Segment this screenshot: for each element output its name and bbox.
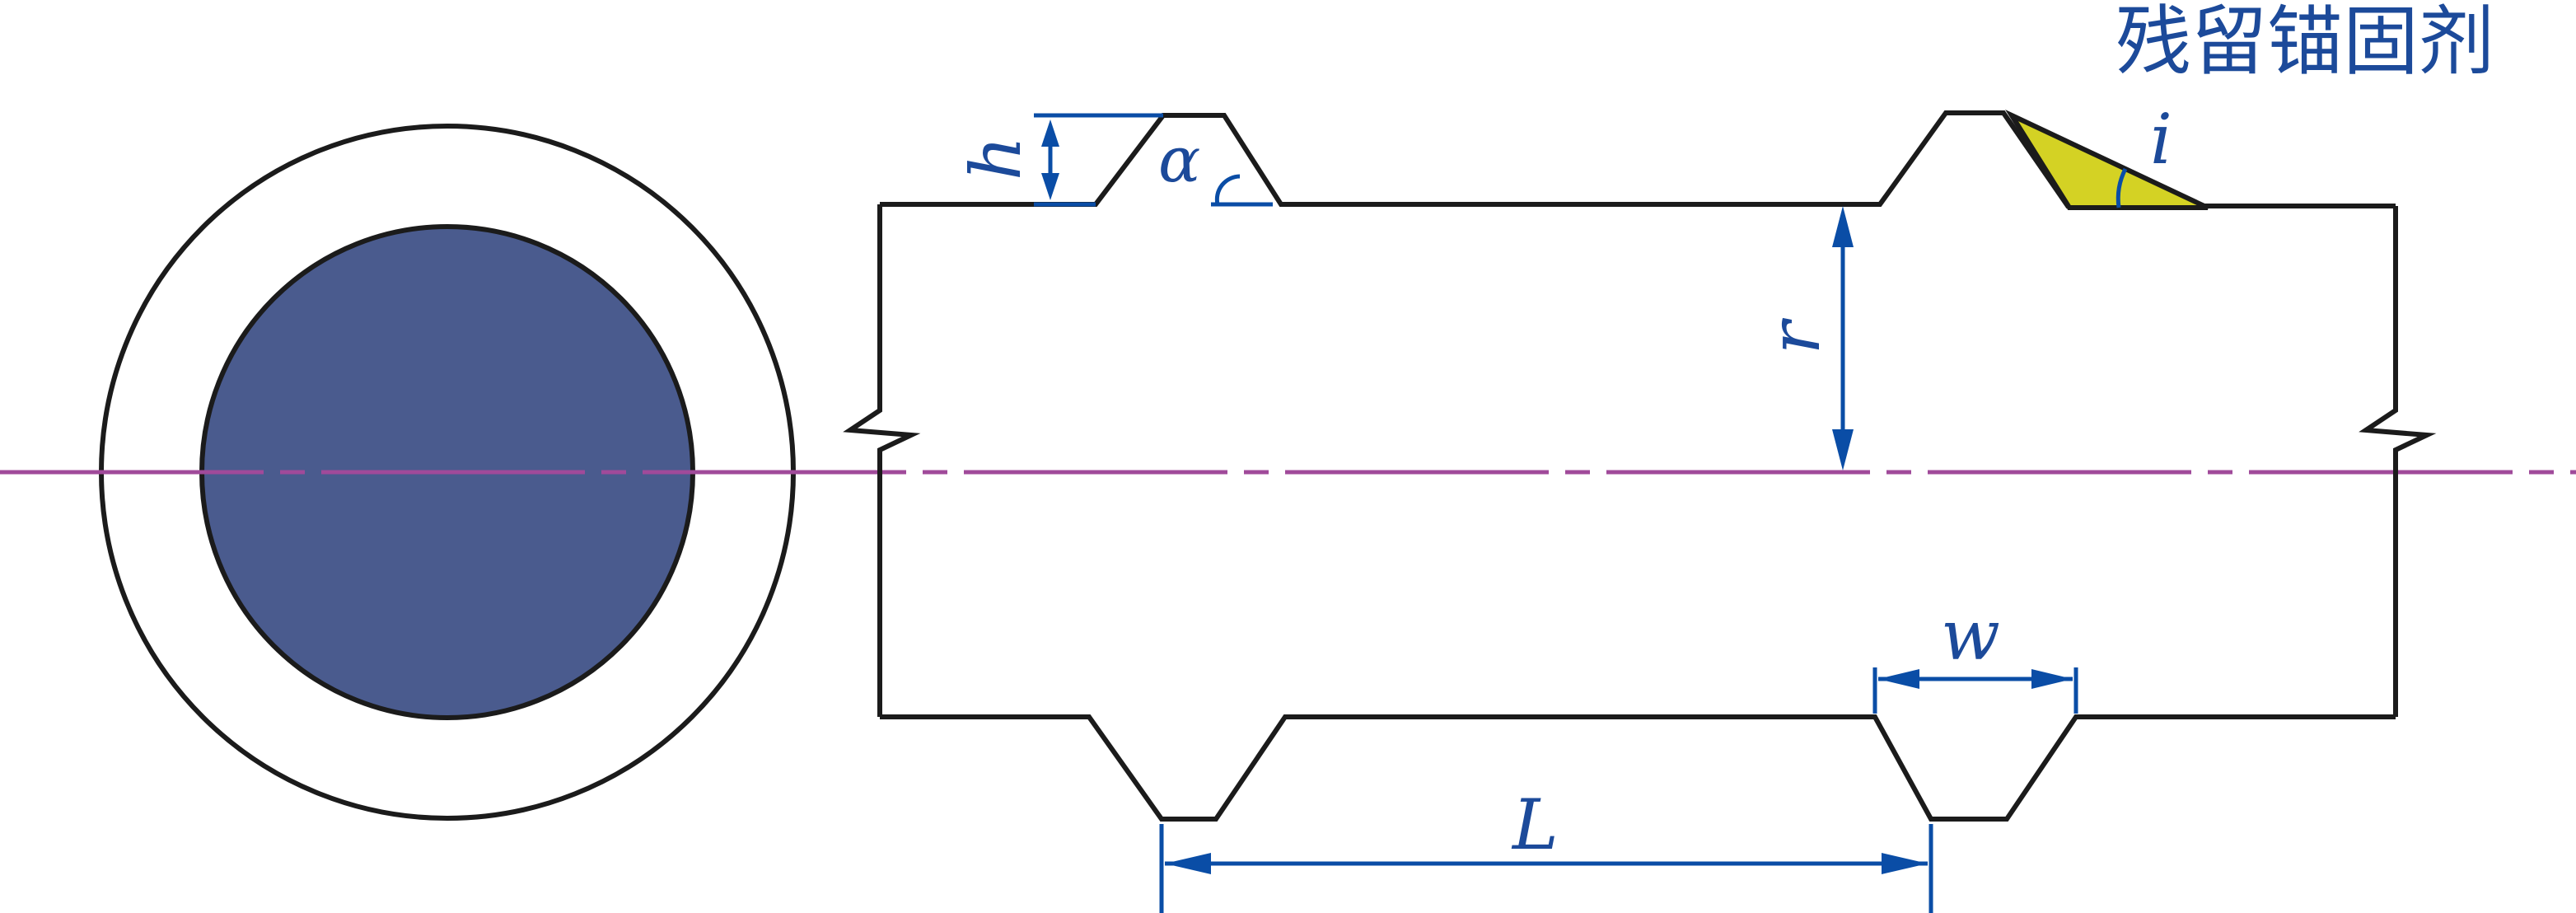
h-label: h [956, 136, 1036, 180]
r-label: r [1755, 317, 1835, 354]
residual-agent-label: 残留锚固剂 [2115, 0, 2494, 86]
w-dimension [1872, 667, 2078, 714]
residual-agent-fill [2005, 109, 2209, 210]
i-angle-marker [2115, 167, 2128, 208]
residual-agent-region [2005, 109, 2209, 210]
h-dimension [1034, 113, 1163, 207]
right-break-line [2359, 206, 2437, 717]
rebar-bottom-profile [880, 714, 2396, 822]
alpha-angle [1211, 174, 1273, 207]
l-dimension [1159, 824, 1933, 913]
r-dimension [1832, 206, 1854, 471]
i-label: i [2150, 99, 2172, 180]
left-break-line [843, 204, 921, 717]
rebar-top-profile [880, 110, 2396, 208]
w-label: w [1941, 595, 2000, 676]
rebar-longitudinal-view [843, 110, 2437, 822]
l-label: L [1511, 784, 1559, 865]
alpha-label: α [1158, 123, 1200, 196]
